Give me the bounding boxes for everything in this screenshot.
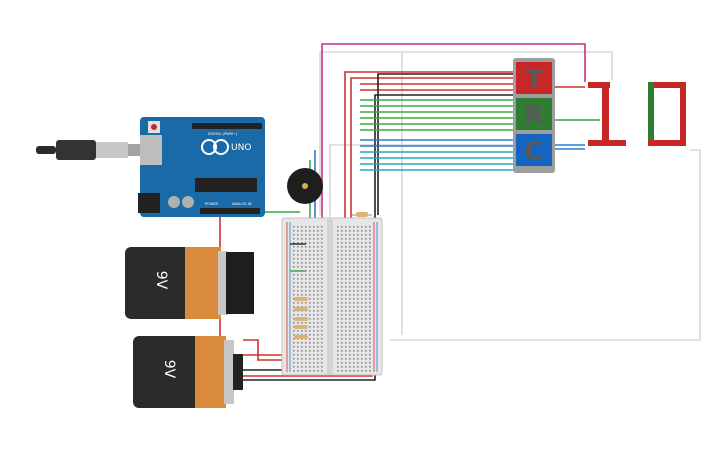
matrix-glyph: T: [525, 65, 543, 95]
breadboard-holes: [293, 226, 371, 372]
battery-9v-1[interactable]: 9V: [125, 247, 254, 319]
wire-red-battery[interactable]: [243, 339, 295, 361]
wire-black-1[interactable]: [377, 73, 515, 215]
board-brand: UNO: [231, 143, 251, 153]
matrix-glyph: R: [524, 101, 544, 131]
arduino-uno-board[interactable]: UNO DIGITAL (PWM~) POWER ANALOG IN: [36, 117, 265, 217]
wire-white-3[interactable]: [390, 149, 701, 341]
led-matrix-t[interactable]: T: [516, 62, 552, 95]
led-matrix-stack[interactable]: T R C: [513, 58, 555, 173]
usb-cable-icon[interactable]: [36, 140, 140, 160]
led-matrix-r[interactable]: R: [516, 98, 552, 131]
battery-9v-2[interactable]: 9V: [133, 336, 243, 408]
battery-label: 9V: [161, 360, 177, 379]
wire-white-1[interactable]: [319, 51, 613, 215]
wire-red-1[interactable]: [344, 71, 515, 270]
board-digital-label: DIGITAL (PWM~): [208, 132, 238, 136]
board-power-label: POWER: [205, 202, 219, 206]
seven-segment-display[interactable]: 10: [1, 0, 686, 146]
matrix-glyph: C: [524, 137, 543, 167]
resistor-icon[interactable]: [294, 297, 308, 339]
wire-black-2[interactable]: [374, 94, 515, 230]
segment-digits: 10: [1, 0, 3, 2]
buzzer-icon[interactable]: [287, 168, 323, 204]
resistor-icon[interactable]: [352, 212, 372, 217]
wire-red-2[interactable]: [350, 77, 515, 255]
breadboard[interactable]: [281, 212, 383, 376]
battery-label: 9V: [153, 271, 169, 290]
board-analog-label: ANALOG IN: [232, 202, 252, 206]
wires: [219, 43, 701, 381]
led-matrix-c[interactable]: C: [516, 134, 552, 167]
